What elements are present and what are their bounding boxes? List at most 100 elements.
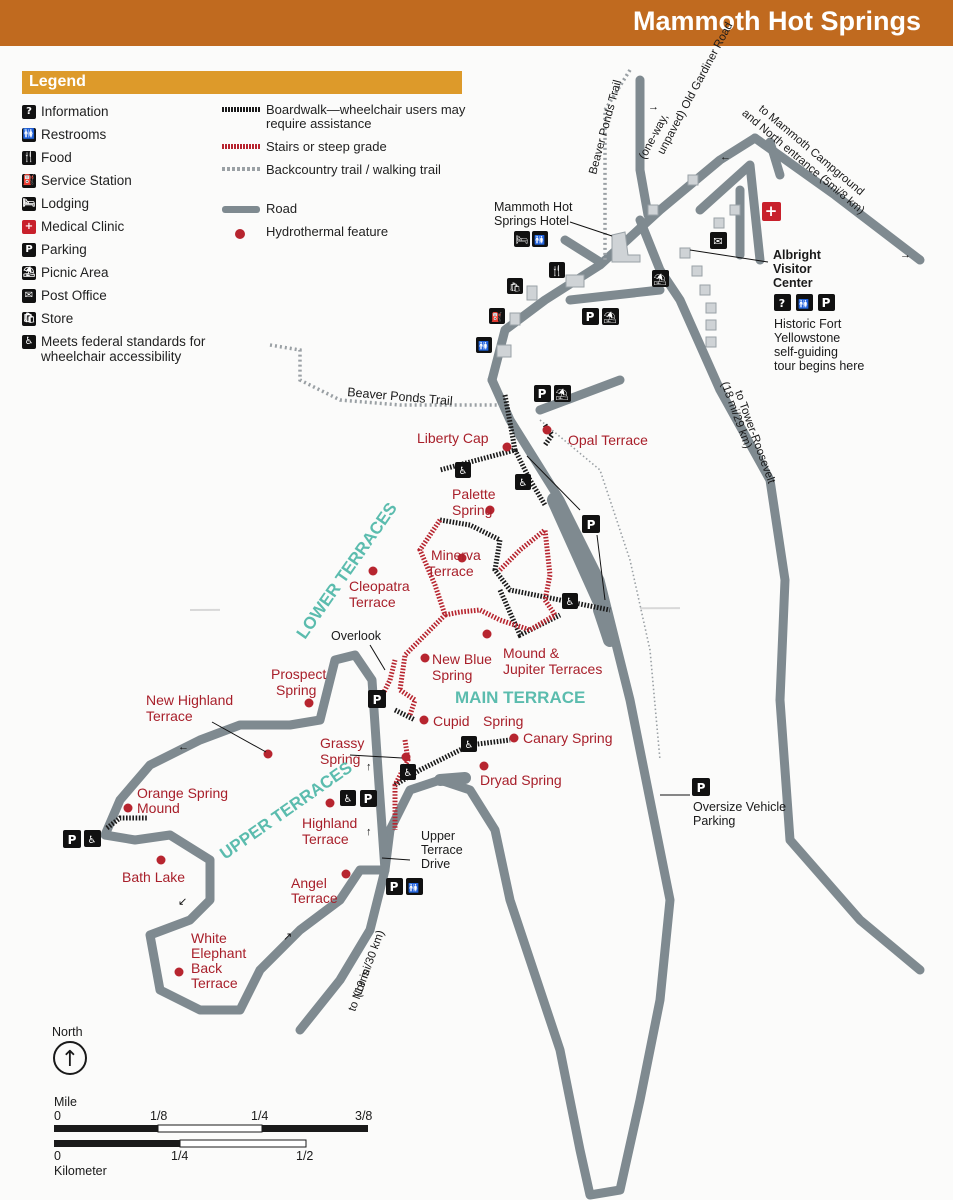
legend-swatch-trail [222,167,260,171]
legend-label-wheelchair: Meets federal standards for wheelchair a… [41,334,206,364]
svg-text:←: ← [720,151,731,163]
legend-label-picnic-area: Picnic Area [41,265,109,280]
north-circle [53,1041,87,1075]
wheelchair-icon-4: ♿ [461,736,477,752]
mound-jupiter-label: Mound &Jupiter Terraces [503,645,602,677]
cupid-spring-dot [419,715,429,725]
parking-icon: P [22,243,36,257]
road-main-loop [295,375,675,1200]
legend-label-store: Store [41,311,74,326]
north-arrow-icon: ↑ [61,1047,79,1072]
scale-mile-tick-3: 3/8 [355,1109,372,1123]
legend-swatch-boardwalk [222,107,260,112]
page-title: Mammoth Hot Springs [633,6,921,36]
title-banner: Mammoth Hot Springs [0,0,953,46]
boardwalk-orange [105,815,148,830]
parking-icon-oversize: P [692,778,710,796]
post-office-icon: ✉ [22,289,36,303]
svg-text:⛱: ⛱ [603,311,617,324]
svg-text:✉: ✉ [713,235,722,248]
legend-header: Legend [22,71,462,94]
road-upper-terrace-drive [100,650,390,1015]
wheelchair-parking-icons: ♿ P [340,790,377,807]
scale-mile-tick-2: 1/4 [251,1109,268,1123]
canary-spring-dot [509,733,519,743]
boardwalk-palette [439,517,611,613]
restrooms-icon: 🚻 [476,337,492,353]
legend-label-post-office: Post Office [41,288,107,303]
legend-label-parking: Parking [41,242,87,257]
svg-text:+: + [765,202,778,220]
visitor-center-icons: ? 🚻 P [774,294,835,311]
wheelchair-icon-5: ♿ [400,764,416,780]
road-to-tower [635,215,925,975]
svg-text:🚻: 🚻 [478,340,489,352]
scale-bar: Mile 0 1/8 1/4 3/8 0 1/4 1/2 Kilometer [54,1095,372,1178]
north-entrance-label: to Mammoth Campgroundand North entrance … [739,97,875,217]
legend-swatch-hydro [235,229,245,239]
boardwalk-cupid [393,707,417,723]
legend-label-road: Road [266,201,298,216]
svg-text:🛏: 🛏 [516,235,529,246]
svg-text:♿: ♿ [519,478,528,489]
prospect-spring-dot [304,698,314,708]
legend-label-restrooms: Restrooms [41,127,107,142]
svg-text:⛱: ⛱ [555,388,569,401]
north-arrow: North ↑ [52,1025,87,1075]
restrooms-icon: 🚻 [22,128,36,142]
canary-spring-label: Canary Spring [523,730,613,746]
main-terrace-label: MAIN TERRACE [455,688,585,707]
parking-picnic-icons: P ⛱ [582,308,619,325]
svg-text:⛽: ⛽ [491,311,502,323]
svg-text:P: P [587,518,596,532]
angel-terrace-dot [341,869,351,879]
scale-mile-tick-0: 0 [54,1109,61,1123]
svg-text:→: → [900,249,911,261]
wheelchair-icon-3: ♿ [562,593,578,609]
food-icon: 🍴 [22,151,36,165]
trail-beaver-ponds-west [269,343,500,407]
svg-text:↑: ↑ [366,826,372,838]
svg-text:P: P [68,833,77,847]
road-fort [695,160,765,265]
food-icon: 🍴 [549,262,565,278]
svg-text:P: P [697,781,706,795]
svg-text:P: P [373,693,382,707]
legend-label-medical-clinic: Medical Clinic [41,219,125,234]
hydrothermal-features [123,425,552,977]
trail-opal-walk [539,419,661,761]
road-parking-spur [565,285,665,305]
upper-terraces-label: UPPER TERRACES [216,758,355,864]
legend-swatch-stairs [222,144,260,149]
north-label: North [52,1025,83,1039]
svg-text:♿: ♿ [404,768,413,779]
direction-arrows: → ← → ← ↙ ↗ ↑ ↑ [178,101,911,943]
dryad-spring-dot [479,761,489,771]
legend-label-food: Food [41,150,72,165]
white-elephant-dot [174,967,184,977]
legend-title: Legend [29,73,86,90]
svg-text:←: ← [178,741,189,753]
svg-text:🚻: 🚻 [408,882,419,894]
legend-label-trail: Backcountry trail / walking trail [266,162,441,177]
lodging-icon: 🛏 [22,197,36,211]
store-icon: 🛍 [507,278,523,294]
legend-label-service-station: Service Station [41,173,132,188]
svg-text:↗: ↗ [283,931,292,943]
legend-label-stairs: Stairs or steep grade [266,139,387,154]
trail-beaver-ponds-north [603,69,632,260]
road-parking-lot-2 [593,603,617,647]
leader-lines [211,221,769,861]
new-blue-spring-dot [420,653,430,663]
